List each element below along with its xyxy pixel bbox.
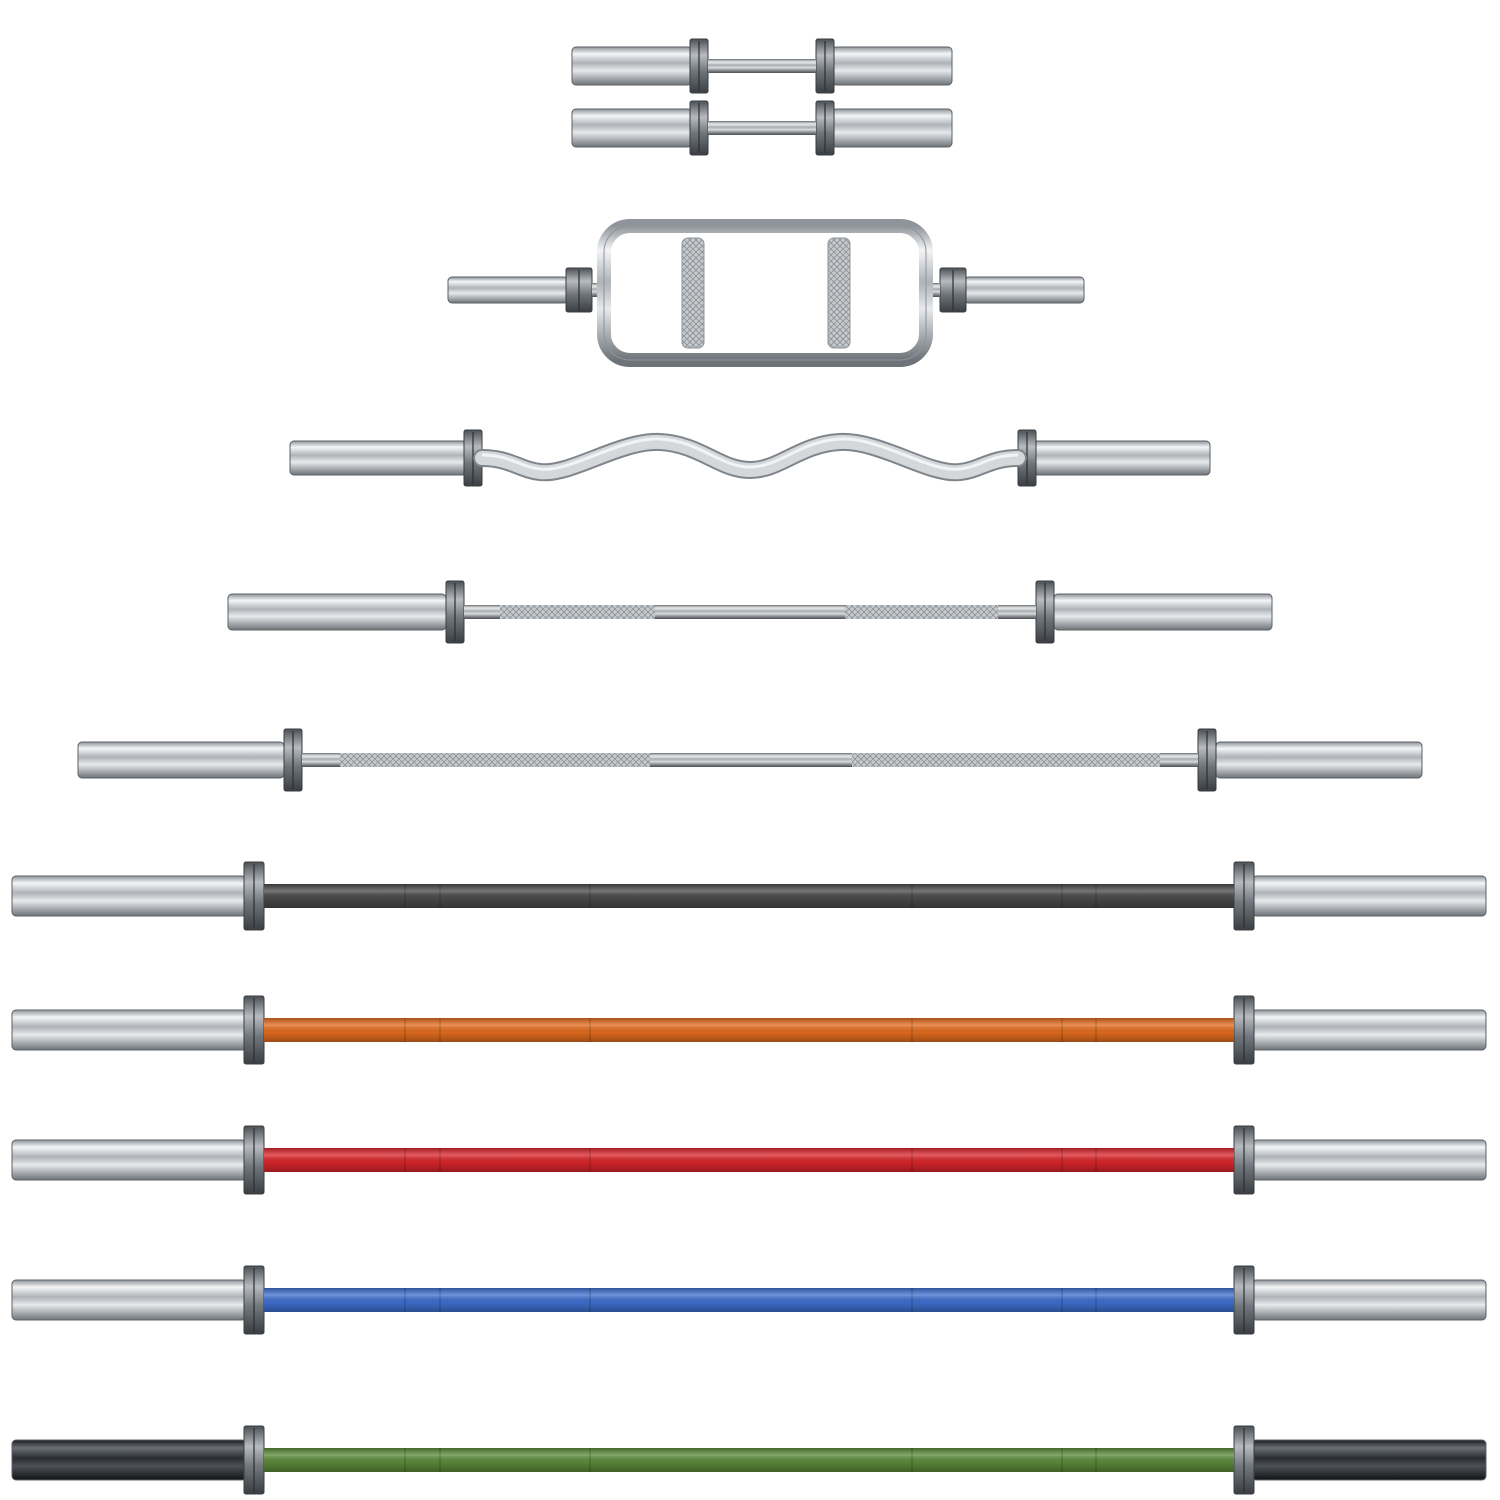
- shaft-shading: [708, 121, 816, 135]
- sleeve: [1251, 875, 1487, 917]
- curl-highlight: [481, 437, 1019, 471]
- sleeve: [571, 108, 693, 148]
- shaft-shading: [264, 1288, 1234, 1312]
- shaft-shading: [264, 1448, 1234, 1472]
- shaft-shading: [264, 1018, 1234, 1042]
- frame: [597, 219, 933, 367]
- frame-outline: [603, 225, 927, 361]
- sleeve: [11, 1139, 247, 1181]
- dumbbell-handle-1: [571, 100, 953, 156]
- shaft-shading: [708, 59, 816, 73]
- olympic-bar-7: [11, 995, 1487, 1065]
- straight-bar-4: [227, 580, 1273, 644]
- olympic-bar-6: [11, 861, 1487, 931]
- knurl-section: [852, 753, 1160, 767]
- ez-curl-bar-3: [289, 429, 1211, 487]
- sleeve: [11, 1279, 247, 1321]
- sleeve: [1251, 1009, 1487, 1051]
- sleeve: [831, 108, 953, 148]
- sleeve: [11, 1009, 247, 1051]
- tricep-bar-2: [447, 219, 1085, 367]
- knurl-section: [500, 605, 655, 619]
- olympic-bar-10: [11, 1425, 1487, 1495]
- sleeve: [227, 593, 447, 631]
- sleeve: [1251, 1439, 1487, 1481]
- sleeve: [1251, 1279, 1487, 1321]
- inner-grip: [827, 237, 851, 349]
- olympic-bar-9: [11, 1265, 1487, 1335]
- sleeve: [571, 46, 693, 86]
- knurl-section: [340, 753, 650, 767]
- sleeve: [1251, 1139, 1487, 1181]
- shaft-shading: [264, 884, 1234, 908]
- sleeve: [963, 276, 1085, 304]
- straight-bar-5: [77, 728, 1423, 792]
- olympic-bar-8: [11, 1125, 1487, 1195]
- sleeve: [831, 46, 953, 86]
- shaft-shading: [264, 1148, 1234, 1172]
- inner-grip: [681, 237, 705, 349]
- sleeve: [1053, 593, 1273, 631]
- curl-shaft: [475, 434, 1025, 480]
- dumbbell-handle-0: [571, 38, 953, 94]
- sleeve: [1215, 741, 1423, 779]
- knurl-section: [845, 605, 998, 619]
- sleeve: [11, 875, 247, 917]
- sleeve: [1029, 440, 1211, 476]
- bars-layer: [11, 38, 1487, 1495]
- sleeve: [447, 276, 569, 304]
- sleeve: [77, 741, 285, 779]
- sleeve: [289, 440, 471, 476]
- sleeve: [11, 1439, 247, 1481]
